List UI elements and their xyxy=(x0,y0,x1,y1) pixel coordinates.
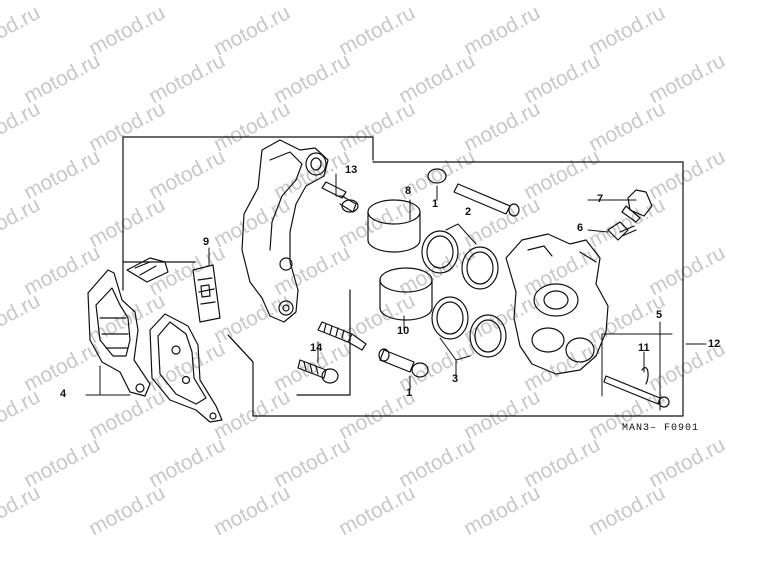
callout-2: 2 xyxy=(465,206,472,218)
bracket-assembly-frame xyxy=(122,136,684,417)
pad-pin-5 xyxy=(603,375,670,408)
callout-11: 11 xyxy=(638,342,650,354)
callout-3: 3 xyxy=(452,373,459,385)
figure-code: MAN3– F0901 xyxy=(622,423,700,434)
callout-6: 6 xyxy=(577,222,584,234)
piston-8 xyxy=(367,199,421,253)
pin-clip-11 xyxy=(641,367,649,385)
leader-lines xyxy=(85,173,707,411)
caliper-body-12 xyxy=(505,233,609,375)
callout-5: 5 xyxy=(656,309,663,321)
bracket-group-frame xyxy=(296,289,351,396)
pad-spring-9 xyxy=(192,264,221,323)
seal-3 xyxy=(431,296,507,358)
callout-9: 9 xyxy=(203,236,210,248)
bleeder-cap-7 xyxy=(621,189,653,223)
callout-1-bottom: 1 xyxy=(406,387,413,399)
callout-4: 4 xyxy=(60,388,67,400)
pin-bolt-1-top xyxy=(427,168,520,217)
caliper-bracket xyxy=(241,139,329,323)
pin-bolt-1-bottom xyxy=(378,348,429,378)
callout-12: 12 xyxy=(708,338,721,350)
pad-retainer-clip xyxy=(126,257,169,283)
callout-14: 14 xyxy=(310,342,323,354)
callout-7: 7 xyxy=(597,193,604,205)
brake-pad-right xyxy=(149,313,223,423)
piston-10 xyxy=(379,267,433,321)
bleeder-screw-6 xyxy=(607,221,637,241)
brake-pad-4 xyxy=(87,269,151,397)
callout-8: 8 xyxy=(405,185,412,197)
bolt-14 xyxy=(297,359,339,384)
callout-13: 13 xyxy=(345,164,358,176)
callout-1-top: 1 xyxy=(432,198,439,210)
bolt-13 xyxy=(321,181,359,213)
slide-pin xyxy=(317,321,367,351)
callout-10: 10 xyxy=(397,325,410,337)
seal-2 xyxy=(421,230,499,290)
pad-set-frame xyxy=(122,261,254,363)
